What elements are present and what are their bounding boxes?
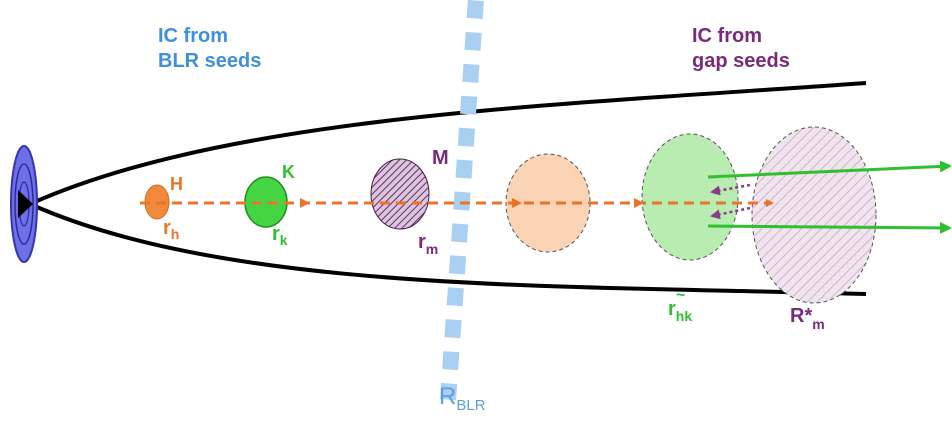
label-m: M: [432, 147, 449, 169]
label-ic-gap-line1: IC from: [692, 25, 762, 47]
green-arrow-upper: [707, 160, 952, 179]
label-r-blr: RBLR: [439, 383, 486, 414]
orange-arrow-mid-1: [300, 198, 310, 208]
green-arrow-lower: [707, 221, 952, 234]
orange-arrow-mid-3: [634, 198, 644, 208]
label-r-m: rm: [418, 231, 438, 257]
blob-k: [244, 176, 288, 228]
label-r-hk: rhk: [668, 298, 692, 324]
label-ic-gap-line2: gap seeds: [692, 50, 790, 72]
purple-dotted-arrow-upper: [710, 183, 751, 196]
blr-boundary-line: [440, 0, 484, 401]
label-h: H: [170, 174, 183, 194]
label-r-hk-tilde: ~: [676, 287, 685, 304]
blob-purple-expanded: [751, 126, 877, 304]
label-k: K: [282, 162, 295, 182]
blob-m: [370, 158, 430, 230]
blob-green-expanded: [641, 133, 739, 261]
label-ic-blr-line1: IC from: [158, 25, 228, 47]
label-r-k: rk: [272, 223, 288, 248]
black-hole-icon: [18, 190, 33, 218]
label-r-star-m: R*m: [790, 305, 825, 332]
orange-arrow-mid-2: [512, 198, 522, 208]
label-r-h: rh: [163, 217, 179, 242]
purple-dotted-arrow-lower: [710, 206, 751, 220]
label-ic-blr-line2: BLR seeds: [158, 50, 261, 72]
